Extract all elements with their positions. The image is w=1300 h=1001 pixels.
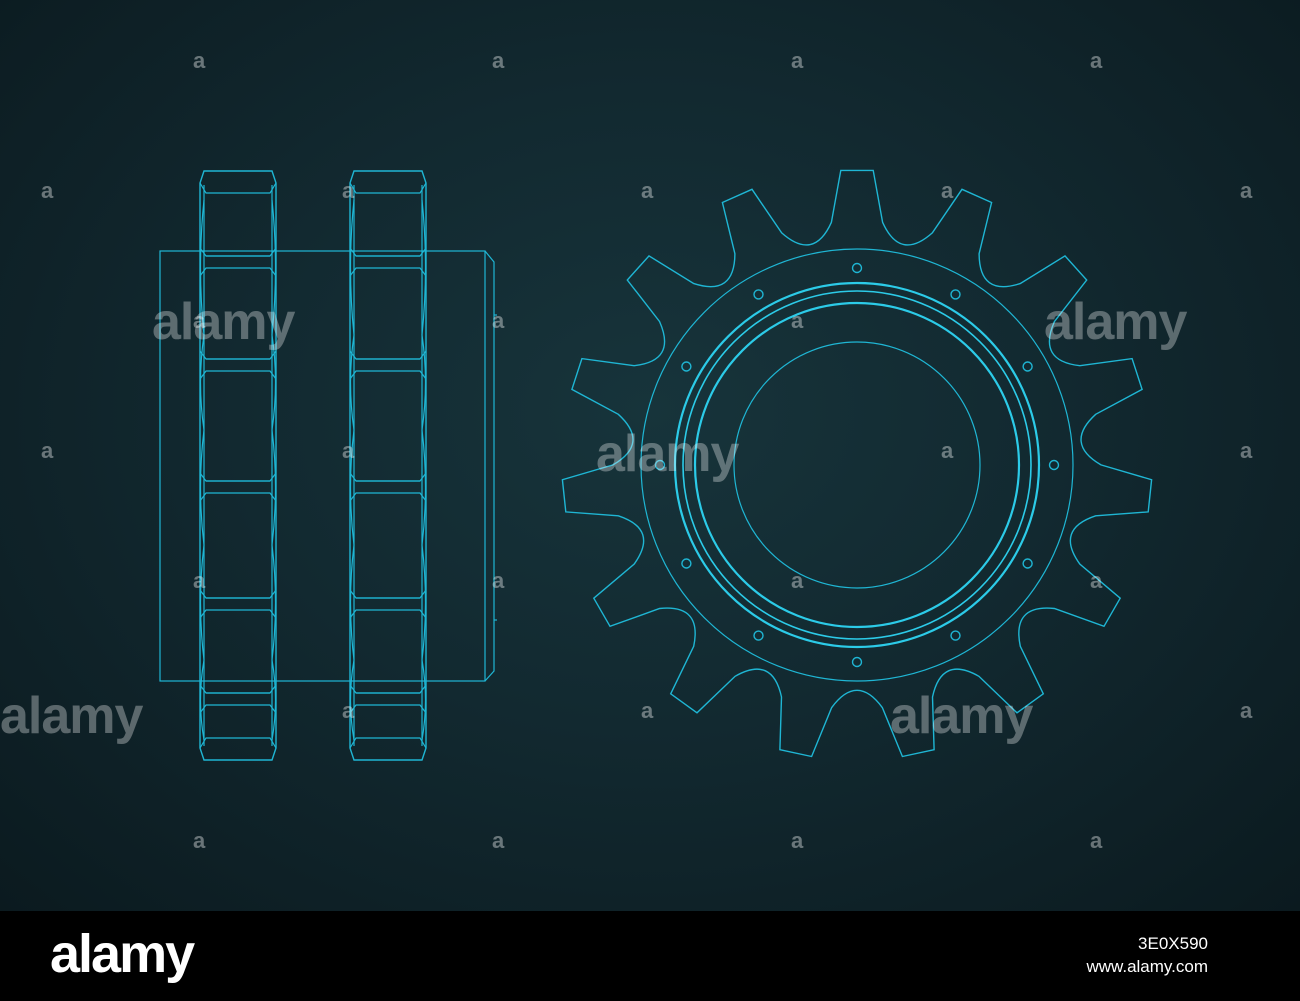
bolt-hole (654, 459, 666, 471)
right-sprocket-tooth-band (349, 492, 427, 502)
bolt-hole (753, 289, 764, 300)
left-sprocket-tooth-lobe (271, 199, 277, 336)
right-sprocket-tooth-band (349, 609, 427, 619)
left-sprocket-tooth-band (199, 589, 277, 599)
right-sprocket-tooth-band (349, 370, 427, 380)
left-sprocket-tooth-band (199, 350, 277, 360)
bolt-hole (1022, 361, 1033, 372)
right-sprocket-tooth-bevel (349, 737, 427, 749)
footer-meta: 3E0X590 www.alamy.com (1086, 933, 1208, 979)
image-id: 3E0X590 (1138, 934, 1208, 953)
bolt-hole (1048, 459, 1060, 471)
bolt-hole (681, 361, 692, 372)
right-sprocket-tooth-lobe (349, 334, 355, 431)
bolt-hole (950, 289, 961, 300)
left-sprocket-tooth-band (199, 472, 277, 482)
right-sprocket-tooth-lobe (349, 544, 355, 661)
right-sprocket-tooth-lobe (421, 429, 427, 546)
hub-chamfer (484, 250, 495, 682)
left-sprocket-tooth-bevel (199, 182, 277, 194)
left-sprocket-tooth-band (199, 370, 277, 380)
bearing-ring-inner (693, 301, 1021, 629)
left-sprocket-tooth-band (199, 704, 277, 714)
bolt-hole (950, 630, 961, 641)
right-sprocket-tooth-lobe (421, 199, 427, 336)
right-sprocket-tooth-lobe (421, 544, 427, 661)
footer-logo: alamy (50, 924, 195, 984)
left-sprocket-tooth-band (199, 267, 277, 277)
bolt-hole (851, 656, 863, 668)
left-sprocket-tooth-lobe (271, 429, 277, 546)
bearing-ring-outer (673, 281, 1041, 649)
left-sprocket-tooth-band (199, 684, 277, 694)
left-sprocket-outline (199, 170, 277, 761)
right-sprocket-tooth-bevel (349, 182, 427, 194)
left-sprocket-tooth-lobe (199, 199, 205, 336)
right-sprocket-tooth-lobe (349, 429, 355, 546)
right-sprocket-tooth-lobe (421, 659, 427, 741)
right-sprocket-tooth-band (349, 589, 427, 599)
right-sprocket-tooth-band (349, 267, 427, 277)
left-sprocket-tooth-lobe (271, 659, 277, 741)
bolt-hole (753, 630, 764, 641)
sprocket-teeth-outline (561, 169, 1153, 758)
site-url: www.alamy.com (1086, 956, 1208, 976)
right-sprocket-tooth-band (349, 247, 427, 257)
left-sprocket-tooth-lobe (271, 334, 277, 431)
right-sprocket-tooth-lobe (349, 199, 355, 336)
sprocket-drawing (159, 169, 1153, 761)
right-sprocket-outline (349, 170, 427, 761)
bore-circle (733, 341, 981, 589)
left-sprocket-tooth-lobe (199, 334, 205, 431)
bearing-ring (682, 290, 1032, 640)
left-sprocket-tooth-band (199, 247, 277, 257)
left-sprocket-tooth-lobe (199, 659, 205, 741)
bolt-hole (681, 558, 692, 569)
right-sprocket-tooth-band (349, 350, 427, 360)
footer-bar: alamy 3E0X590 www.alamy.com (0, 911, 1300, 1001)
left-sprocket-tooth-band (199, 609, 277, 619)
flange-circle (640, 248, 1074, 682)
bolt-hole (1022, 558, 1033, 569)
bolt-hole (851, 262, 863, 274)
blueprint-canvas: alamy alamy alamy alamy alamy a a a a a … (0, 0, 1300, 911)
hub-body-outline (159, 250, 486, 682)
left-sprocket-tooth-lobe (271, 544, 277, 661)
right-sprocket-tooth-band (349, 704, 427, 714)
left-sprocket-tooth-band (199, 492, 277, 502)
right-sprocket-tooth-band (349, 472, 427, 482)
left-sprocket-tooth-lobe (199, 544, 205, 661)
left-sprocket-tooth-lobe (199, 429, 205, 546)
right-sprocket-tooth-lobe (421, 334, 427, 431)
right-sprocket-tooth-band (349, 684, 427, 694)
right-sprocket-tooth-lobe (349, 659, 355, 741)
left-sprocket-tooth-bevel (199, 737, 277, 749)
